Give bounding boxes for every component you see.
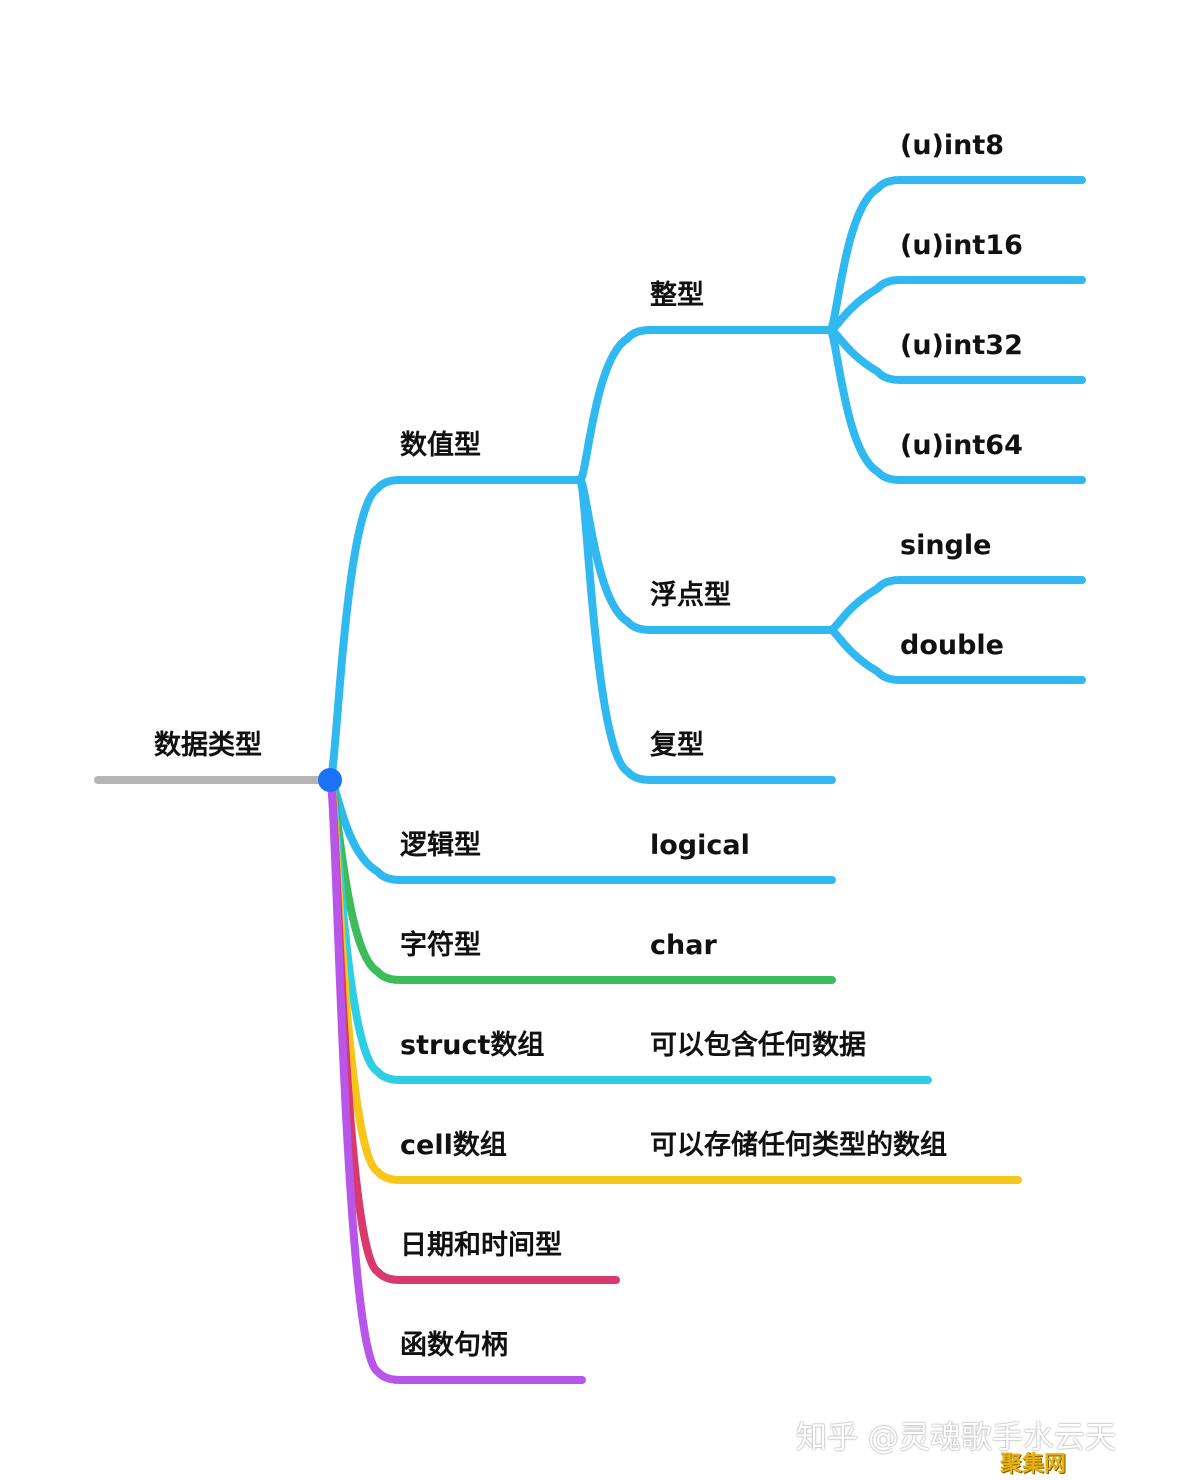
uint32-label[interactable]: (u)int32 bbox=[900, 330, 1023, 361]
branch-datetime-label[interactable]: 日期和时间型 bbox=[400, 1230, 562, 1261]
edge-funchandle bbox=[326, 776, 586, 1384]
cell-child-label[interactable]: 可以存储任何类型的数组 bbox=[650, 1130, 947, 1161]
watermark-site: 聚集网 bbox=[1000, 1452, 1067, 1477]
edge-uint8 bbox=[826, 176, 1086, 334]
edge-uint64 bbox=[826, 326, 1086, 484]
struct-child-label[interactable]: 可以包含任何数据 bbox=[650, 1030, 866, 1061]
uint64-label[interactable]: (u)int64 bbox=[900, 430, 1023, 461]
complex-label[interactable]: 复型 bbox=[650, 730, 704, 761]
float-label[interactable]: 浮点型 bbox=[650, 580, 731, 611]
edge-integer bbox=[576, 326, 834, 484]
edge-numeric bbox=[326, 476, 584, 784]
integer-label[interactable]: 整型 bbox=[650, 280, 704, 311]
watermark-zhihu: 知乎 @灵魂歌手水云天 bbox=[796, 1420, 1116, 1456]
branch-numeric-label[interactable]: 数值型 bbox=[400, 430, 481, 461]
char-child-label[interactable]: char bbox=[650, 930, 717, 961]
logical-child-label[interactable]: logical bbox=[650, 830, 750, 861]
branch-struct-label[interactable]: struct数组 bbox=[400, 1030, 545, 1061]
edge-complex bbox=[576, 476, 836, 784]
branch-char-label[interactable]: 字符型 bbox=[400, 930, 481, 961]
uint8-label[interactable]: (u)int8 bbox=[900, 130, 1005, 161]
branch-logical-label[interactable]: 逻辑型 bbox=[400, 830, 481, 861]
branch-funchandle-label[interactable]: 函数句柄 bbox=[400, 1330, 508, 1361]
uint16-label[interactable]: (u)int16 bbox=[900, 230, 1023, 261]
branch-cell-label[interactable]: cell数组 bbox=[400, 1130, 507, 1161]
edge-double bbox=[826, 626, 1086, 684]
edge-uint32 bbox=[826, 326, 1086, 384]
root-label[interactable]: 数据类型 bbox=[154, 730, 262, 761]
root-node-dot[interactable] bbox=[318, 768, 342, 792]
edge-uint16 bbox=[826, 276, 1086, 334]
single-label[interactable]: single bbox=[900, 530, 992, 561]
edge-single bbox=[826, 576, 1086, 634]
double-label[interactable]: double bbox=[900, 630, 1004, 661]
